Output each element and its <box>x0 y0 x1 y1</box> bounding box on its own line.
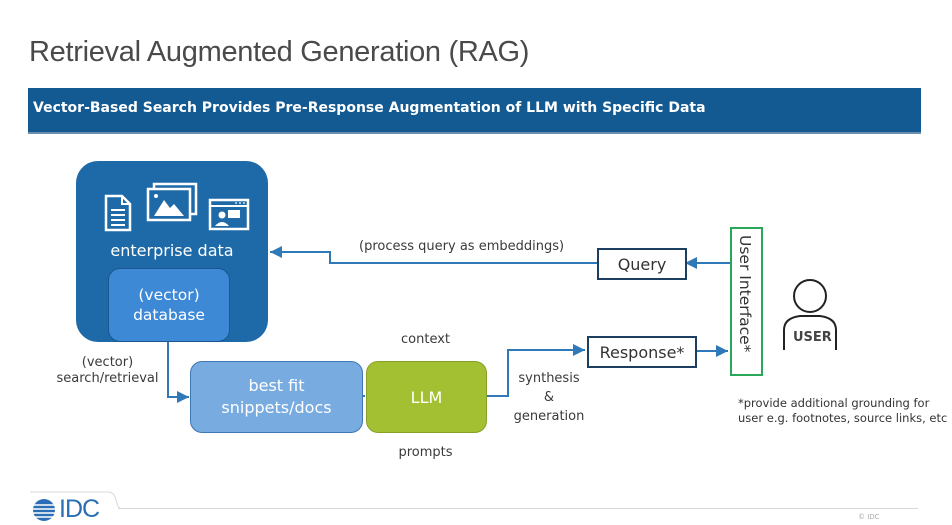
idc-logo: IDC <box>32 495 108 524</box>
idc-logo-text: IDC <box>59 495 100 523</box>
footer-divider-curve <box>30 491 120 509</box>
page-title: Retrieval Augmented Generation (RAG) <box>29 36 530 68</box>
arrow-query-to-enterprise <box>270 246 597 264</box>
vector-database-label-line1: (vector) <box>138 286 200 304</box>
search-retrieval-label: (vector) search/retrieval <box>50 355 165 387</box>
user-label: USER <box>793 330 832 345</box>
best-fit-snippets-node: best fit snippets/docs <box>190 361 363 433</box>
query-label: Query <box>617 254 667 274</box>
footnote-line1: *provide additional grounding for <box>738 396 930 410</box>
llm-node: LLM <box>366 361 487 433</box>
vector-database-node: (vector) database <box>108 268 230 342</box>
document-icon <box>104 194 132 232</box>
synthesis-generation-label: synthesis & generation <box>505 369 593 426</box>
user-interface-node: User Interface* <box>730 227 763 376</box>
banner-text: Vector-Based Search Provides Pre-Respons… <box>33 100 706 116</box>
enterprise-data-label: enterprise data <box>110 241 234 260</box>
synthesis-line3: generation <box>513 409 585 424</box>
vector-database-label-line2: database <box>133 306 205 324</box>
arrow-db-to-snippets <box>167 341 189 403</box>
idc-globe-icon <box>33 498 55 521</box>
response-node: Response* <box>587 336 697 368</box>
search-retrieval-line2: search/retrieval <box>56 371 159 386</box>
llm-label: LLM <box>410 387 443 407</box>
prompts-label: prompts <box>398 445 453 460</box>
context-label: context <box>401 332 450 347</box>
footer-divider <box>118 508 918 509</box>
footnote: *provide additional grounding for user e… <box>738 396 947 425</box>
synthesis-line1: synthesis <box>518 371 580 386</box>
images-icon <box>146 182 198 222</box>
process-query-label: (process query as embeddings) <box>359 239 565 254</box>
user-icon <box>783 279 837 350</box>
enterprise-icons <box>104 182 250 232</box>
query-node: Query <box>597 248 687 280</box>
snippets-label-line2: snippets/docs <box>221 398 332 417</box>
synthesis-line2: & <box>543 390 555 405</box>
subtitle-banner: Vector-Based Search Provides Pre-Respons… <box>28 88 921 134</box>
response-label: Response* <box>599 342 685 362</box>
video-chat-window-icon <box>208 198 250 231</box>
footnote-line2: user e.g. footnotes, source links, etc <box>738 410 948 425</box>
snippets-label-line1: best fit <box>248 376 305 395</box>
arrow-llm-to-response <box>485 344 585 397</box>
copyright: © IDC <box>858 513 880 521</box>
search-retrieval-line1: (vector) <box>81 355 134 370</box>
user-interface-label: User Interface* <box>736 235 754 353</box>
